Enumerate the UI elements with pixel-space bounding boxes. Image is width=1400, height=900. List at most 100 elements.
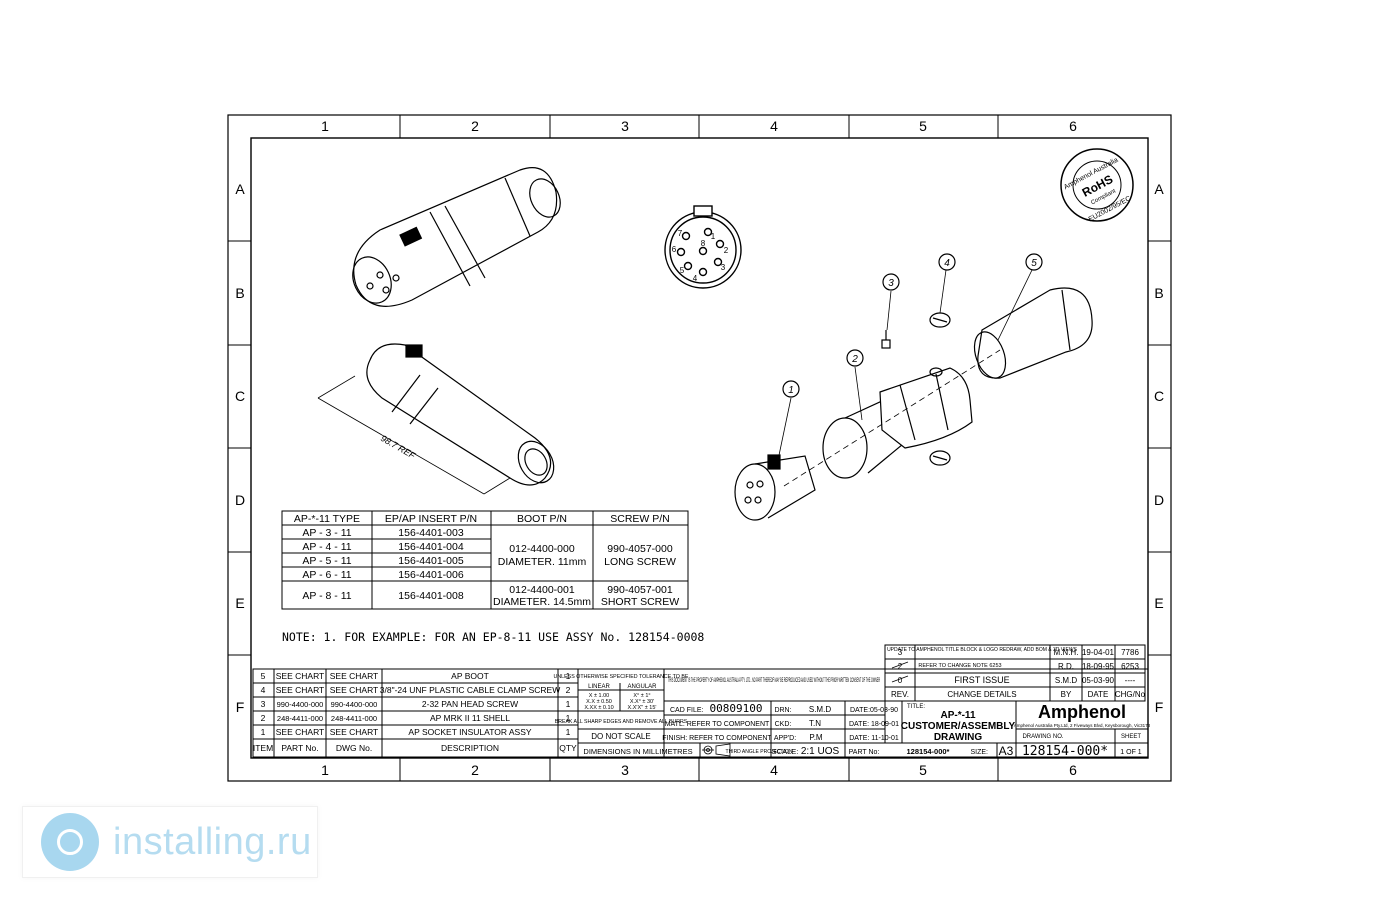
- screw-group2: 990-4057-001: [607, 584, 673, 596]
- insert-cell: 156-4401-003: [398, 527, 464, 539]
- screw-group1: 990-4057-000: [607, 543, 673, 555]
- tolerance-angular: ANGULAR: [627, 684, 657, 690]
- bom-qty: 1: [566, 713, 571, 723]
- property-note: THIS DOCUMENT IS THE PROPERTY OF AMPHENO…: [668, 678, 880, 684]
- rohs-seal-icon: Amphenol Australia RoHS Compliant EU2002…: [1060, 148, 1134, 223]
- rev-number: 3: [898, 648, 903, 657]
- exploded-view: [734, 253, 1093, 521]
- tolerance-line: X.XX ± 0.10: [584, 705, 613, 711]
- title-line3: DRAWING: [934, 732, 983, 743]
- rev-strike: [891, 675, 909, 683]
- rev-number: 0: [898, 676, 903, 685]
- pin-label: 4: [693, 274, 698, 283]
- row-label: B: [235, 285, 244, 301]
- sheet-value: 1 OF 1: [1120, 749, 1142, 756]
- scale-label: SCALE:: [772, 747, 799, 756]
- row-label: E: [1154, 595, 1163, 611]
- rev-by: R.D.: [1058, 662, 1074, 671]
- bom-dwg: 248-4411-000: [331, 714, 377, 723]
- pin-label: 6: [672, 245, 677, 254]
- break-edges-note: BREAK ALL SHARP EDGES AND REMOVE ALL BUR…: [555, 719, 688, 725]
- col-label: 5: [919, 762, 927, 778]
- third-angle-projection-icon: [702, 743, 731, 757]
- iso-view-front: [352, 167, 561, 307]
- size-label: SIZE:: [970, 749, 988, 756]
- rev-date: 18-09-95: [1082, 662, 1115, 671]
- bom-item: 5: [261, 671, 266, 681]
- tolerance-title: UNLESS OTHERWISE SPECIFIED TOLERANCE TO …: [554, 674, 689, 680]
- revision-text: 3 UPDATE TO AMPHENOL TITLE BLOCK & LOGO …: [887, 647, 1146, 699]
- watermark: installing.ru: [22, 806, 318, 878]
- bom-header-item: ITEM: [253, 743, 273, 753]
- bom-table: [252, 668, 579, 758]
- col-label: 3: [621, 762, 629, 778]
- bom-item: 3: [261, 699, 266, 709]
- balloon-labels: 1 2 3 4 5: [788, 258, 1037, 396]
- col-label: 6: [1069, 118, 1077, 134]
- rev-header: DATE: [1088, 690, 1109, 699]
- row-label: D: [235, 492, 245, 508]
- bom-part: SEE CHART: [276, 727, 325, 737]
- screw-group1: LONG SCREW: [604, 556, 676, 568]
- row-label: D: [1154, 492, 1164, 508]
- appd-date: DATE: 11-10-01: [849, 735, 899, 742]
- bom-part: 990-4400-000: [277, 700, 324, 709]
- rev-header: BY: [1061, 690, 1072, 699]
- bom-dwg: SEE CHART: [330, 727, 379, 737]
- angular-line: X.X° ± 30': [630, 699, 654, 705]
- drawing-note: NOTE: 1. FOR EXAMPLE: FOR AN EP-8-11 USE…: [282, 630, 704, 644]
- ckd-label: CKD:: [775, 721, 792, 728]
- drawing-number: 128154-000*: [1022, 744, 1108, 759]
- row-label: C: [1154, 388, 1164, 404]
- balloon-label: 2: [851, 354, 858, 365]
- appd-value: P.M: [809, 733, 823, 742]
- rev-number: 2: [898, 662, 903, 671]
- watermark-text: installing.ru: [113, 820, 312, 863]
- installing-logo-icon: [41, 813, 99, 871]
- bom-desc: AP MRK II 11 SHELL: [430, 713, 510, 723]
- bom-header-desc: DESCRIPTION: [441, 743, 499, 753]
- bom-header-dwg: DWG No.: [336, 743, 372, 753]
- col-label: 5: [919, 118, 927, 134]
- cad-file-number: 00809100: [710, 702, 763, 715]
- bom-part: SEE CHART: [276, 671, 325, 681]
- bom-qty: 2: [566, 685, 571, 695]
- finish-note: FINISH: REFER TO COMPONENT: [662, 735, 772, 742]
- appd-label: APP'D:: [774, 735, 796, 742]
- bom-part: 248-4411-000: [277, 714, 323, 723]
- balloon-label: 5: [1031, 258, 1037, 269]
- bom-qty: 1: [566, 671, 571, 681]
- part-no-value: 128154-000*: [907, 747, 950, 756]
- col-label: 3: [621, 118, 629, 134]
- boot-group1: DIAMETER. 11mm: [498, 556, 587, 568]
- row-label: F: [1155, 699, 1164, 715]
- bom-desc: 3/8"-24 UNF PLASTIC CABLE CLAMP SCREW: [380, 685, 560, 695]
- row-label: F: [236, 699, 245, 715]
- tolerance-linear: LINEAR: [588, 684, 610, 690]
- tolerance-line: X ± 1.00: [589, 693, 609, 699]
- rev-details: UPDATE TO AMPHENOL TITLE BLOCK & LOGO RE…: [887, 647, 1078, 653]
- pin-label: 3: [721, 263, 726, 272]
- pin-label: 8: [701, 239, 706, 248]
- scale-value: 2:1 UOS: [801, 746, 840, 757]
- boot-group1: 012-4400-000: [509, 543, 575, 555]
- boot-group2: 012-4400-001: [509, 584, 575, 596]
- drn-value: S.M.D: [809, 705, 831, 714]
- bom-text: 5 SEE CHART SEE CHART AP BOOT 1 4 SEE CH…: [253, 671, 577, 753]
- ckd-value: T.N: [809, 719, 821, 728]
- screw-header: SCREW P/N: [610, 513, 670, 525]
- rev-header: CHG/No: [1115, 690, 1146, 699]
- rev-header: REV.: [891, 690, 909, 699]
- col-label: 2: [471, 762, 479, 778]
- row-label: B: [1154, 285, 1163, 301]
- bom-header-qty: QTY: [559, 743, 577, 753]
- revision-table: [884, 644, 1146, 702]
- pin-label: 5: [680, 266, 685, 275]
- rev-header: CHANGE DETAILS: [947, 690, 1016, 699]
- brand-address: Amphenol Australia Pty.Ltd, 2 Fiveways B…: [1014, 723, 1151, 728]
- col-label: 4: [770, 118, 778, 134]
- bom-item: 4: [261, 685, 266, 695]
- bom-dwg: SEE CHART: [330, 685, 379, 695]
- rev-by: S.M.D: [1055, 676, 1077, 685]
- row-label: A: [1154, 181, 1164, 197]
